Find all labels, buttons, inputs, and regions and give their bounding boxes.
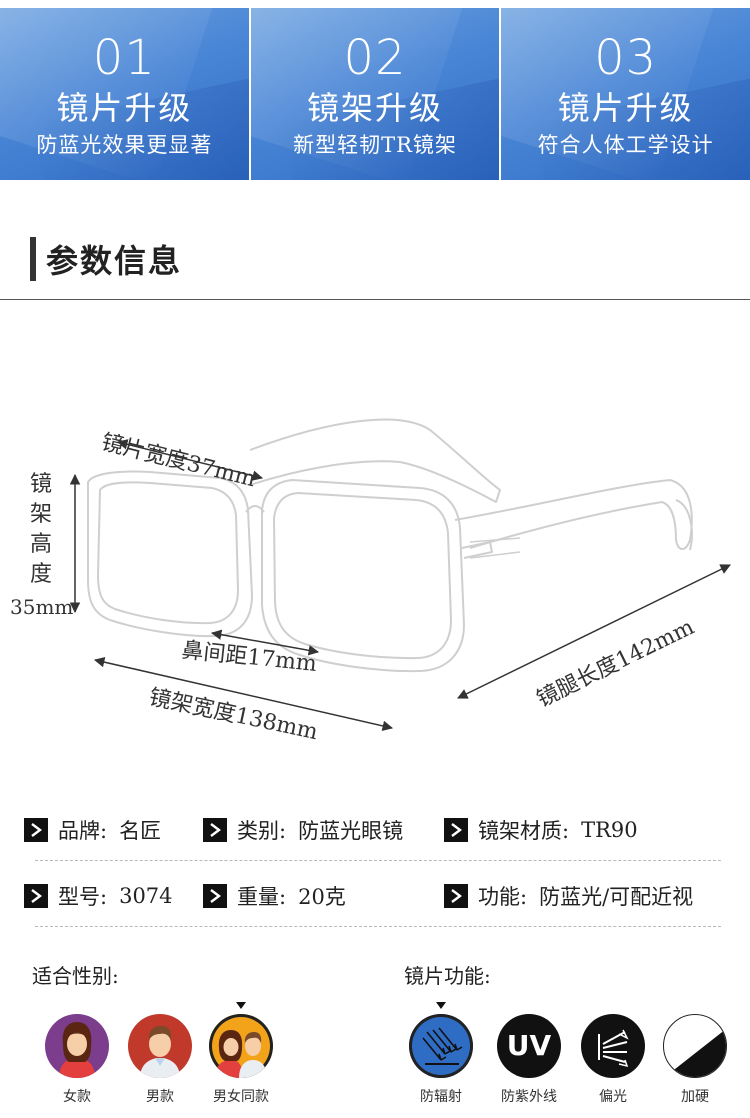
- selected-indicator: [236, 1002, 246, 1009]
- spec-value: 3074: [119, 884, 173, 908]
- feature-number: 03: [594, 30, 658, 86]
- feature-card-1: 01 镜片升级 防蓝光效果更显著: [0, 8, 249, 180]
- feature-card-3: 03 镜片升级 符合人体工学设计: [501, 8, 750, 180]
- section-title: 参数信息: [46, 242, 183, 280]
- couple-avatar-icon: [209, 1014, 273, 1078]
- spec-value: 20克: [298, 885, 346, 909]
- glasses-drawing: [69, 418, 731, 732]
- chevron-right-icon: [24, 884, 48, 908]
- uv-text: UV: [506, 1029, 552, 1062]
- spec-material: 镜架材质: TR90: [444, 810, 638, 850]
- chevron-right-icon: [203, 884, 227, 908]
- feature-title: 镜架升级: [307, 89, 444, 127]
- hardened-icon: [663, 1014, 727, 1078]
- lens-option-hardened: 加硬: [650, 1014, 740, 1106]
- uv-icon: UV: [497, 1014, 561, 1078]
- spec-row-2: 型号: 3074 重量: 20克 功能: 防蓝光/可配近视: [0, 876, 750, 916]
- chevron-right-icon: [444, 818, 468, 842]
- section-heading: 参数信息: [30, 237, 182, 281]
- feature-subtitle: 新型轻韧TR镜架: [293, 133, 457, 157]
- chevron-right-icon: [24, 818, 48, 842]
- feature-number: 02: [343, 30, 407, 86]
- lens-function-label: 镜片功能:: [404, 964, 491, 988]
- spec-label: 重量:: [237, 885, 287, 909]
- spec-brand: 品牌: 名匠: [24, 810, 161, 850]
- spec-label: 镜架材质:: [478, 819, 570, 843]
- frame-height-char: 度: [29, 562, 52, 587]
- option-caption: 加硬: [681, 1089, 709, 1105]
- spec-row-1: 品牌: 名匠 类别: 防蓝光眼镜 镜架材质: TR90: [0, 810, 750, 850]
- frame-height-label: 镜 架 高 度: [28, 470, 54, 590]
- feature-card-2: 02 镜架升级 新型轻韧TR镜架: [250, 8, 500, 180]
- section-bar: [30, 237, 36, 281]
- glasses-diagram: 镜片宽度37mm 镜 架 高 度 35mm 鼻间距17mm 镜架宽度138mm …: [0, 380, 750, 780]
- option-caption: 女款: [63, 1089, 91, 1105]
- option-caption: 男女同款: [213, 1089, 269, 1105]
- gender-option-female: 女款: [32, 1014, 122, 1106]
- dashed-divider: [35, 926, 721, 927]
- chevron-right-icon: [203, 818, 227, 842]
- polarized-icon: [581, 1014, 645, 1078]
- spec-label: 类别:: [237, 819, 287, 843]
- feature-title: 镜片升级: [557, 89, 694, 127]
- section-divider: [0, 299, 750, 300]
- dashed-divider: [35, 860, 721, 861]
- chevron-right-icon: [444, 884, 468, 908]
- spec-category: 类别: 防蓝光眼镜: [203, 810, 403, 850]
- spec-value: 名匠: [119, 819, 162, 843]
- option-caption: 男款: [146, 1089, 174, 1105]
- option-caption: 偏光: [599, 1089, 627, 1105]
- feature-number: 01: [92, 30, 156, 86]
- male-avatar-icon: [128, 1014, 192, 1078]
- frame-height-value: 35mm: [10, 595, 74, 619]
- frame-height-char: 架: [29, 502, 52, 527]
- feature-banners: 01 镜片升级 防蓝光效果更显著 02 镜架升级 新型轻韧TR镜架 03 镜片升…: [0, 8, 750, 180]
- gender-option-unisex: 男女同款: [196, 1002, 286, 1106]
- spec-value: 防蓝光眼镜: [298, 819, 404, 843]
- gender-option-male: 男款: [115, 1014, 205, 1106]
- frame-height-char: 镜: [29, 472, 52, 497]
- lens-option-anti-radiation: 防辐射: [396, 1002, 486, 1106]
- option-caption: 防紫外线: [501, 1089, 557, 1105]
- spec-value: TR90: [581, 818, 638, 842]
- anti-radiation-icon: [409, 1014, 473, 1078]
- female-avatar-icon: [45, 1014, 109, 1078]
- spec-model: 型号: 3074: [24, 876, 173, 916]
- spec-label: 型号:: [58, 885, 108, 909]
- spec-label: 品牌:: [58, 819, 108, 843]
- feature-subtitle: 符合人体工学设计: [537, 133, 714, 157]
- spec-value: 防蓝光/可配近视: [539, 885, 694, 909]
- feature-title: 镜片升级: [56, 89, 193, 127]
- gender-label: 适合性别:: [32, 964, 119, 988]
- frame-height-char: 高: [29, 532, 52, 557]
- selected-indicator: [436, 1002, 446, 1009]
- spec-function: 功能: 防蓝光/可配近视: [444, 876, 693, 916]
- lens-option-polarized: 偏光: [568, 1014, 658, 1106]
- spec-weight: 重量: 20克: [203, 876, 346, 916]
- spec-label: 功能:: [478, 885, 528, 909]
- lens-option-uv: UV 防紫外线: [484, 1014, 574, 1106]
- option-caption: 防辐射: [420, 1089, 462, 1105]
- feature-subtitle: 防蓝光效果更显著: [36, 133, 213, 157]
